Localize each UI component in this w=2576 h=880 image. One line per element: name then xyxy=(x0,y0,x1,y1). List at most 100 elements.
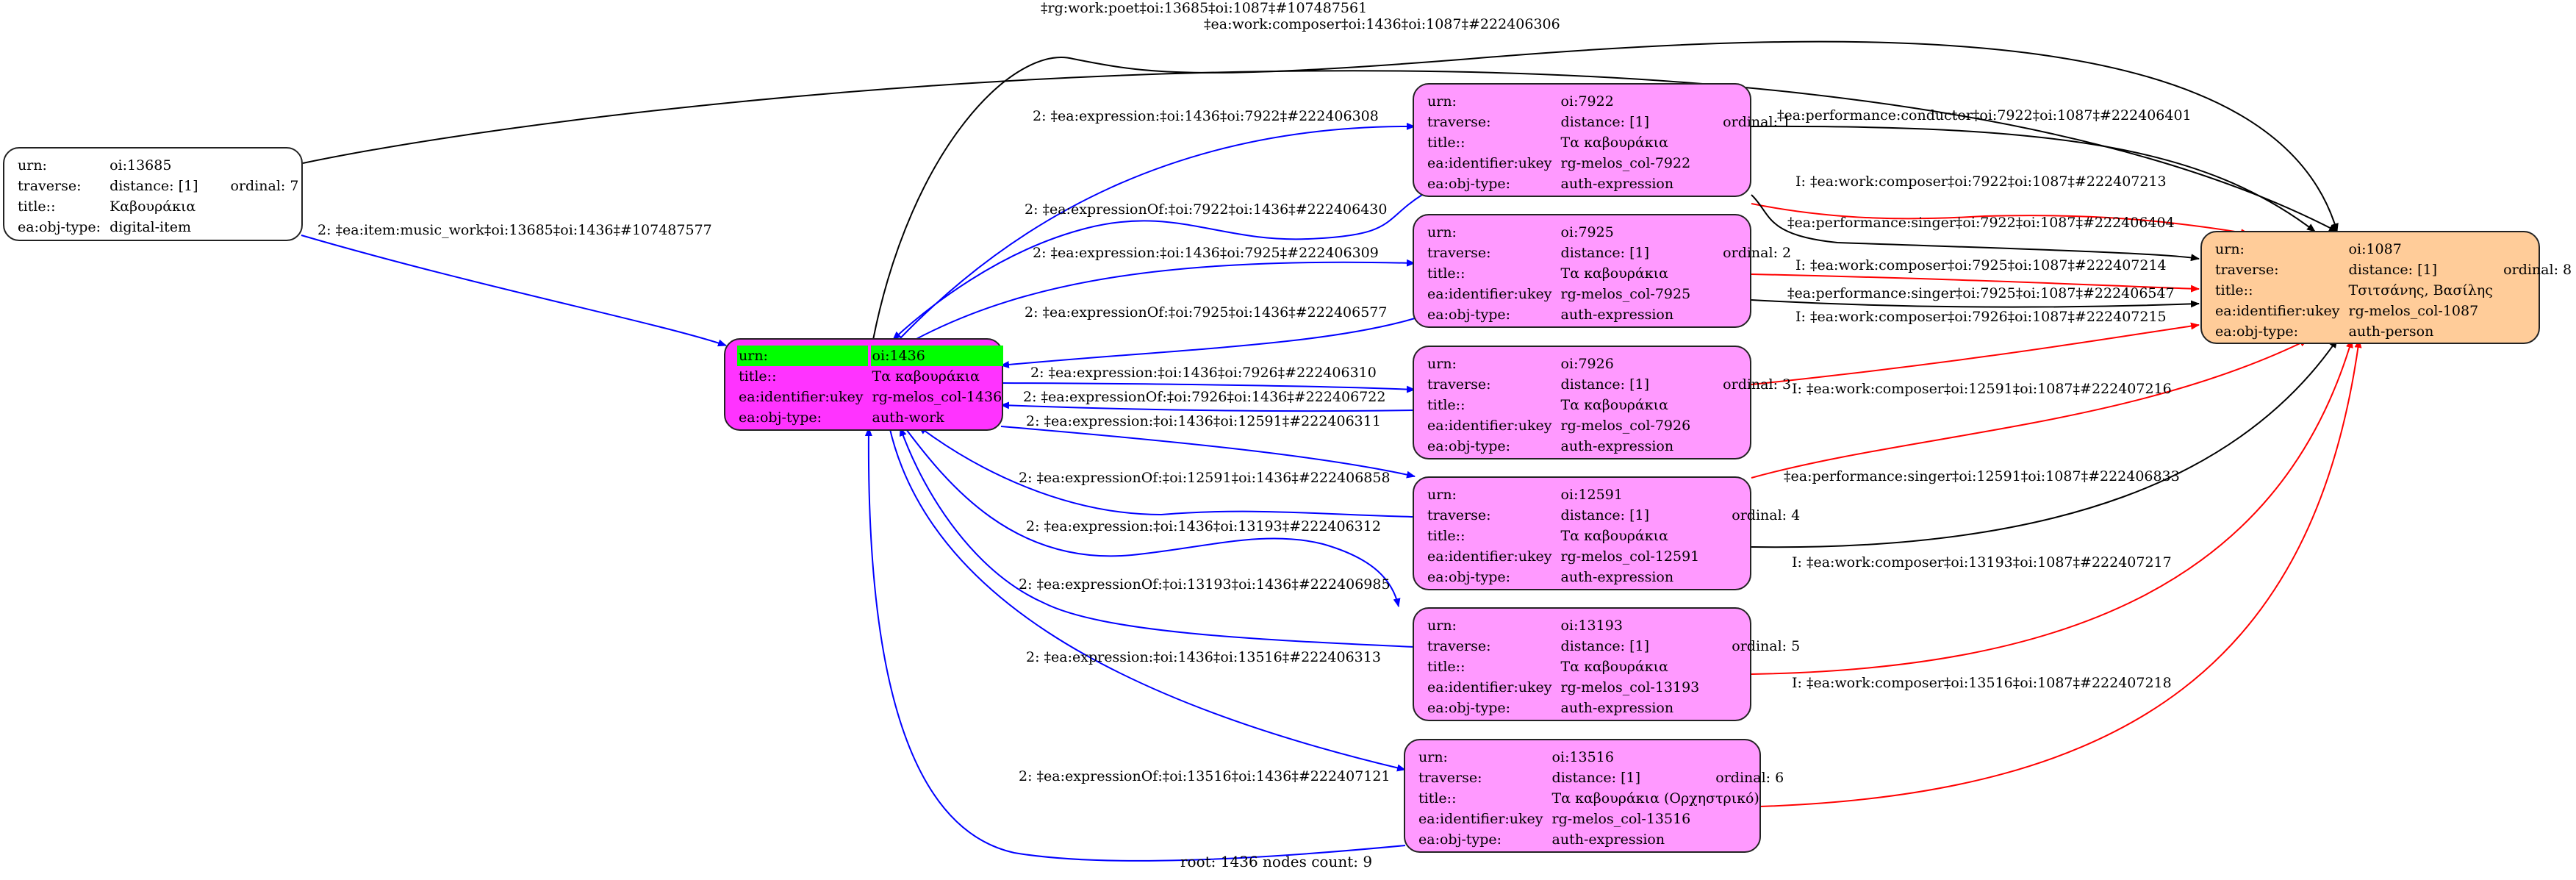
urn-key: urn: xyxy=(1427,487,1457,503)
edge-label-e3: 2: ‡ea:expression:‡oi:1436‡oi:7922‡#2224… xyxy=(1033,108,1379,124)
traverse-key: traverse: xyxy=(1427,376,1491,393)
edge-e8 xyxy=(1000,401,1416,412)
ukey-key: ea:identifier:ukey xyxy=(2215,303,2340,319)
urn-key: urn: xyxy=(18,157,47,174)
type-value: auth-expression xyxy=(1560,307,1674,323)
type-key: ea:obj-type: xyxy=(1427,438,1511,454)
ordinal-value: ordinal: 5 xyxy=(1732,638,1801,654)
edge-e7 xyxy=(1000,382,1416,393)
title-value: Τα καβουράκια xyxy=(1560,265,1668,282)
node-root-1436[interactable]: urn:oi:1436 title::Τα καβουράκια ea:iden… xyxy=(724,338,1004,431)
edge-e24 xyxy=(1759,339,2362,807)
title-value: Καβουράκια xyxy=(110,198,196,215)
urn-value: oi:7926 xyxy=(1560,356,1614,372)
traverse-key: traverse: xyxy=(1427,507,1491,523)
edge-label-e5: 2: ‡ea:expression:‡oi:1436‡oi:7925‡#2224… xyxy=(1033,245,1379,261)
ukey-value: rg-melos_col-7926 xyxy=(1560,418,1691,434)
title-key: title:: xyxy=(2215,282,2253,298)
urn-key: urn: xyxy=(1427,618,1457,634)
node-expression-13516[interactable]: urn:oi:13516 traverse:distance: [1]ordin… xyxy=(1404,739,1784,853)
title-value: Τα καβουράκια xyxy=(1560,135,1668,151)
urn-key: urn: xyxy=(1418,749,1448,765)
edge-e14 xyxy=(864,427,1406,862)
root-highlight-row: urn:oi:1436 xyxy=(737,346,1004,366)
ukey-value: rg-melos_col-13516 xyxy=(1551,811,1691,827)
type-key: ea:obj-type: xyxy=(2215,323,2299,340)
edge-e21 xyxy=(1751,339,2308,479)
edge-label-e19: ‡ea:performance:singer‡oi:7925‡oi:1087‡#… xyxy=(1787,285,2175,301)
ordinal-value: ordinal: 1 xyxy=(1723,114,1792,130)
ukey-key: ea:identifier:ukey xyxy=(1427,418,1552,434)
type-key: ea:obj-type: xyxy=(18,219,101,235)
edge-e17 xyxy=(1751,194,2200,262)
distance-value: distance: [1] xyxy=(1560,114,1649,130)
edge-e5 xyxy=(914,259,1416,340)
title-key: title:: xyxy=(1427,659,1465,675)
urn-value: oi:1436 xyxy=(870,346,1004,366)
ordinal-value: ordinal: 6 xyxy=(1715,770,1784,786)
title-value: Τα καβουράκια xyxy=(872,368,980,384)
node-expression-7922[interactable]: urn:oi:7922 traverse:distance: [1]ordina… xyxy=(1413,83,1791,197)
title-value: Τα καβουράκια xyxy=(1560,397,1668,413)
edge-e19 xyxy=(1751,299,2200,308)
node-person-1087[interactable]: urn:oi:1087 traverse:distance: [1]ordina… xyxy=(2200,231,2572,344)
title-key: title:: xyxy=(1427,528,1465,544)
urn-value: oi:7925 xyxy=(1560,224,1614,240)
edge-e11 xyxy=(903,426,1401,607)
title-value: Τα καβουράκια (Ορχηστρικό) xyxy=(1551,790,1759,806)
node-expression-7926[interactable]: urn:oi:7926 traverse:distance: [1]ordina… xyxy=(1413,346,1791,459)
urn-key: urn: xyxy=(1427,356,1457,372)
type-value: auth-work xyxy=(872,409,944,426)
ukey-value: rg-melos_col-7922 xyxy=(1560,155,1691,171)
distance-value: distance: [1] xyxy=(1560,245,1649,261)
distance-value: distance: [1] xyxy=(2348,262,2437,278)
traverse-key: traverse: xyxy=(2215,262,2279,278)
edge-e20 xyxy=(1751,322,2200,385)
distance-value: distance: [1] xyxy=(110,178,198,194)
urn-value: oi:1087 xyxy=(2348,241,2402,257)
edge-e12 xyxy=(899,427,1416,648)
edge-e9 xyxy=(1000,426,1416,479)
edge-label-e22: ‡ea:performance:singer‡oi:12591‡oi:1087‡… xyxy=(1784,468,2180,484)
node-expression-12591[interactable]: urn:oi:12591 traverse:distance: [1]ordin… xyxy=(1413,476,1800,590)
edge-label-e1: ‡ea:work:composer‡oi:1436‡oi:1087‡#22240… xyxy=(1204,16,1560,32)
node-expression-7925[interactable]: urn:oi:7925 traverse:distance: [1]ordina… xyxy=(1413,214,1791,328)
urn-value: oi:13685 xyxy=(110,157,172,174)
edge-e2 xyxy=(301,235,727,347)
type-value: auth-expression xyxy=(1560,438,1674,454)
ukey-key: ea:identifier:ukey xyxy=(1427,548,1552,565)
traverse-key: traverse: xyxy=(1418,770,1482,786)
edge-label-e4: 2: ‡ea:expressionOf:‡oi:7922‡oi:1436‡#22… xyxy=(1025,201,1388,218)
edge-label-e2: 2: ‡ea:item:music_work‡oi:13685‡oi:1436‡… xyxy=(317,222,712,238)
type-key: ea:obj-type: xyxy=(1427,700,1511,716)
edge-label-e12: 2: ‡ea:expressionOf:‡oi:13193‡oi:1436‡#2… xyxy=(1019,576,1391,593)
edge-label-e9: 2: ‡ea:expression:‡oi:1436‡oi:12591‡#222… xyxy=(1026,413,1381,429)
edge-e22 xyxy=(1751,339,2338,548)
ordinal-value: ordinal: 2 xyxy=(1723,245,1792,261)
title-key: title:: xyxy=(18,198,56,215)
node-expression-13193[interactable]: urn:oi:13193 traverse:distance: [1]ordin… xyxy=(1413,607,1800,721)
edge-label-e24: I: ‡ea:work:composer‡oi:13516‡oi:1087‡#2… xyxy=(1792,675,2172,691)
node-item-13685[interactable]: urn:oi:13685 traverse:distance: [1]ordin… xyxy=(3,147,303,241)
edge-e15 xyxy=(1751,125,2316,232)
traverse-key: traverse: xyxy=(1427,114,1491,130)
edge-e6 xyxy=(1000,318,1416,368)
edge-label-e7: 2: ‡ea:expression:‡oi:1436‡oi:7926‡#2224… xyxy=(1030,365,1377,381)
edge-label-e13: 2: ‡ea:expression:‡oi:1436‡oi:13516‡#222… xyxy=(1026,649,1381,665)
edge-label-e6: 2: ‡ea:expressionOf:‡oi:7925‡oi:1436‡#22… xyxy=(1025,304,1388,321)
edge-e10 xyxy=(918,426,1416,518)
ukey-key: ea:identifier:ukey xyxy=(739,389,864,405)
title-value: Τσιτσάνης, Βασίλης xyxy=(2348,282,2493,298)
edge-label-e8: 2: ‡ea:expressionOf:‡oi:7926‡oi:1436‡#22… xyxy=(1023,389,1386,405)
edge-label-e11: 2: ‡ea:expression:‡oi:1436‡oi:13193‡#222… xyxy=(1026,518,1381,534)
ukey-key: ea:identifier:ukey xyxy=(1427,679,1552,695)
edge-label-e0: ‡rg:work:poet‡oi:13685‡oi:1087‡#10748756… xyxy=(1041,0,1368,16)
urn-value: oi:7922 xyxy=(1560,93,1614,110)
edge-e13 xyxy=(889,426,1406,772)
title-key: title:: xyxy=(1418,790,1457,806)
ukey-key: ea:identifier:ukey xyxy=(1427,155,1552,171)
type-key: ea:obj-type: xyxy=(1427,176,1511,192)
edge-label-e21: I: ‡ea:work:composer‡oi:12591‡oi:1087‡#2… xyxy=(1792,381,2172,397)
ukey-value: rg-melos_col-7925 xyxy=(1560,286,1691,302)
ukey-value: rg-melos_col-13193 xyxy=(1560,679,1700,695)
